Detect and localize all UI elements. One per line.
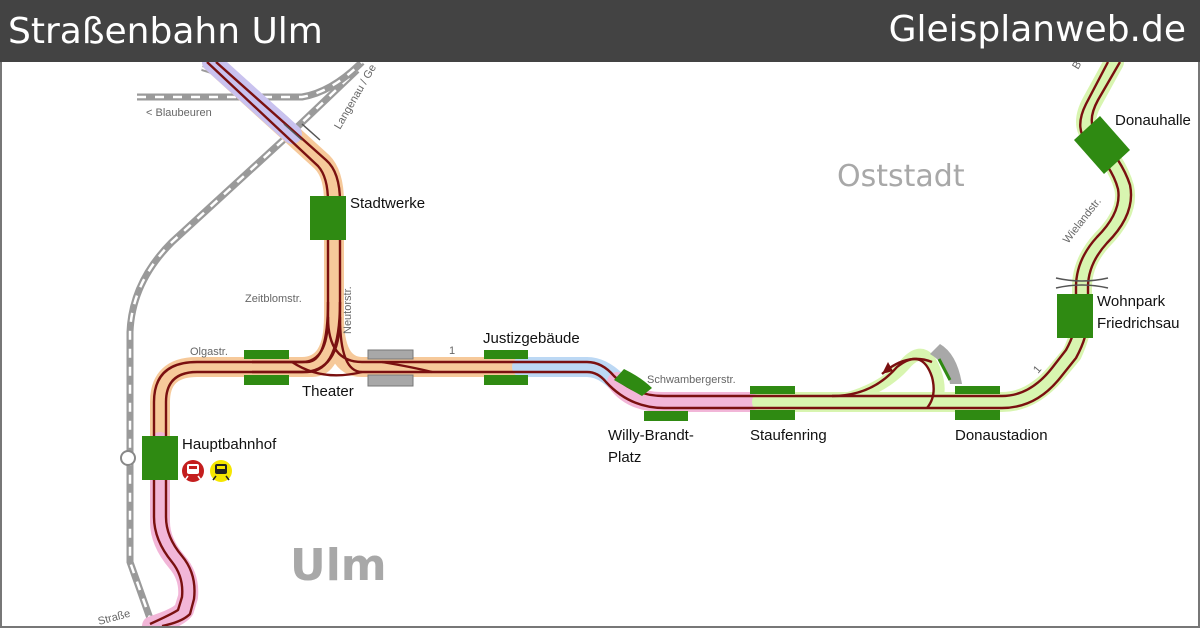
street-neutorstr: Neutorstr. [342,286,354,334]
platform-hauptbahnhof[interactable] [142,436,178,480]
line-number-1-center: 1 [449,345,455,357]
platform-donauhalle[interactable] [1074,116,1130,174]
header-bar: Straßenbahn Ulm Gleisplanweb.de [0,0,1200,62]
train-icon [182,460,204,482]
platform-wohnpark[interactable] [1057,294,1093,338]
platform-olgastr-north[interactable] [244,350,289,359]
platform-theater[interactable] [244,375,289,385]
railway-station-marker [120,450,136,466]
bridge-marks [283,123,1109,289]
station-platforms [142,116,1130,480]
platform-theater-grey-north [367,349,414,360]
platform-stadtwerke[interactable] [310,196,346,240]
track-map: Stadtwerke Justizgebäude Theater Hauptba… [0,62,1200,628]
label-stadtwerke: Stadtwerke [350,195,425,212]
label-donauhalle: Donauhalle [1115,112,1191,129]
label-willy-brandt-2: Platz [608,449,641,466]
district-oststadt: Oststadt [837,159,965,194]
platform-theater-grey-south [367,374,414,387]
label-donaustadion: Donaustadion [955,427,1048,444]
street-olgastr: Olgastr. [190,346,228,358]
tram-icon [210,460,232,482]
platform-willy-brandt-south[interactable] [644,411,688,421]
platform-willy-brandt-north[interactable] [614,369,652,396]
platform-justizgebaeude-north[interactable] [484,350,528,359]
district-ulm: Ulm [290,540,387,591]
loop-platform-track [937,358,952,381]
street-zeitblomstr: Zeitblomstr. [245,293,302,305]
loop-platform [930,344,962,384]
street-schwambergerstr: Schwambergerstr. [647,374,736,386]
site-name[interactable]: Gleisplanweb.de [888,9,1186,50]
platform-justizgebaeude-south[interactable] [484,375,528,385]
label-willy-brandt-1: Willy-Brandt- [608,427,694,444]
platform-donaustadion-south[interactable] [955,410,1000,420]
street-b-fragment: B [1070,62,1084,72]
platform-donaustadion-north[interactable] [955,386,1000,394]
street-blaubeuren: < Blaubeuren [146,107,212,119]
platform-staufenring-north[interactable] [750,386,795,394]
street-strasse: Straße [97,608,132,626]
label-wohnpark-2: Friedrichsau [1097,315,1180,332]
page-title: Straßenbahn Ulm [8,11,323,52]
label-theater: Theater [302,383,354,400]
platform-staufenring-south[interactable] [750,410,795,420]
label-wohnpark-1: Wohnpark [1097,293,1166,310]
map-svg: Stadtwerke Justizgebäude Theater Hauptba… [97,62,1191,626]
label-justizgebaeude: Justizgebäude [483,330,580,347]
label-hauptbahnhof: Hauptbahnhof [182,436,277,453]
label-staufenring: Staufenring [750,427,827,444]
loop-arrow [882,362,893,374]
